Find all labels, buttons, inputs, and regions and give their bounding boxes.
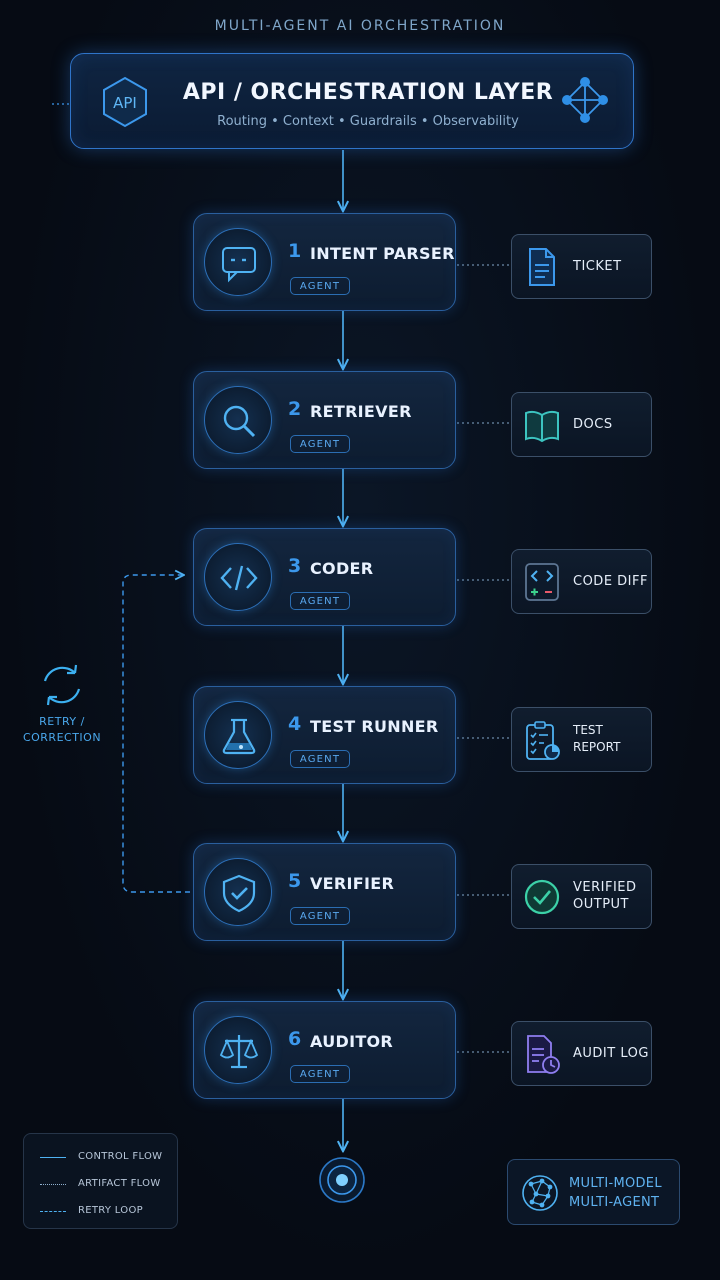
header-subtitle: Routing • Context • Guardrails • Observa… <box>217 114 519 129</box>
scales-icon <box>219 1035 259 1069</box>
legend-item: ARTIFACT FLOW <box>78 1178 161 1189</box>
agent-number: 4 <box>288 713 302 735</box>
artifact-label: TICKET <box>573 258 622 274</box>
agent-badge: AGENT <box>290 1065 350 1083</box>
agent-number: 3 <box>288 555 302 577</box>
artifact-label: CODE DIFF <box>573 573 648 589</box>
retry-correction-label: RETRY / CORRECTION <box>22 715 102 744</box>
artifact-test-report[interactable]: TEST REPORT <box>511 707 652 772</box>
agent-card-retriever[interactable]: 2 RETRIEVER AGENT <box>193 371 456 469</box>
artifact-label: TEST REPORT <box>573 723 621 754</box>
search-icon <box>223 405 256 438</box>
orchestration-layer-header: API API / ORCHESTRATION LAYER Routing • … <box>70 53 634 149</box>
log-clock-icon <box>527 1035 560 1074</box>
document-icon <box>529 248 555 286</box>
legend-line-dotted <box>40 1184 66 1185</box>
artifact-label: VERIFIED OUTPUT <box>573 880 637 912</box>
api-label: API <box>113 94 137 112</box>
agent-card-coder[interactable]: 3 CODER AGENT <box>193 528 456 626</box>
brain-network-icon <box>522 1175 558 1211</box>
end-node <box>318 1156 366 1204</box>
page-title: MULTI-AGENT AI ORCHESTRATION <box>214 18 506 34</box>
book-icon <box>525 410 559 443</box>
artifact-label: AUDIT LOG <box>573 1045 649 1061</box>
legend-item: RETRY LOOP <box>78 1205 143 1216</box>
agent-badge: AGENT <box>290 435 350 453</box>
artifact-verified-output[interactable]: VERIFIED OUTPUT <box>511 864 652 929</box>
artifact-docs[interactable]: DOCS <box>511 392 652 457</box>
agent-card-verifier[interactable]: 5 VERIFIER AGENT <box>193 843 456 941</box>
refresh-icon <box>43 664 81 706</box>
legend-line-dashed <box>40 1211 66 1212</box>
agent-name: TEST RUNNER <box>310 717 439 736</box>
legend: CONTROL FLOW ARTIFACT FLOW RETRY LOOP <box>23 1133 178 1229</box>
agent-name: AUDITOR <box>310 1032 394 1051</box>
agent-icon-circle <box>204 543 272 611</box>
artifact-audit-log[interactable]: AUDIT LOG <box>511 1021 652 1086</box>
agent-number: 5 <box>288 870 302 892</box>
code-diff-icon <box>525 563 559 601</box>
agent-badge: AGENT <box>290 277 350 295</box>
agent-number: 2 <box>288 398 302 420</box>
agent-card-intent-parser[interactable]: 1 INTENT PARSER AGENT <box>193 213 456 311</box>
artifact-ticket[interactable]: TICKET <box>511 234 652 299</box>
agent-icon-circle <box>204 1016 272 1084</box>
code-icon <box>220 565 258 591</box>
shield-check-icon <box>222 874 256 913</box>
legend-line-solid <box>40 1157 66 1158</box>
agent-name: RETRIEVER <box>310 402 412 421</box>
agent-name: CODER <box>310 559 374 578</box>
agent-badge: AGENT <box>290 592 350 610</box>
network-nodes-icon <box>559 74 611 126</box>
agent-badge: AGENT <box>290 907 350 925</box>
agent-name: VERIFIER <box>310 874 395 893</box>
agent-icon-circle <box>204 228 272 296</box>
agent-card-test-runner[interactable]: 4 TEST RUNNER AGENT <box>193 686 456 784</box>
agent-icon-circle <box>204 701 272 769</box>
artifact-label: DOCS <box>573 416 613 432</box>
agent-card-auditor[interactable]: 6 AUDITOR AGENT <box>193 1001 456 1099</box>
agent-icon-circle <box>204 386 272 454</box>
agent-number: 6 <box>288 1028 302 1050</box>
check-circle-icon <box>524 879 560 915</box>
agent-icon-circle <box>204 858 272 926</box>
api-hexagon: API <box>99 76 151 128</box>
agent-badge: AGENT <box>290 750 350 768</box>
multi-model-label: MULTI-MODEL MULTI-AGENT <box>569 1176 662 1210</box>
artifact-code-diff[interactable]: CODE DIFF <box>511 549 652 614</box>
retry-loop-line <box>122 575 190 893</box>
chat-icon <box>222 247 256 283</box>
checklist-icon <box>526 721 560 760</box>
agent-number: 1 <box>288 240 302 262</box>
agent-name: INTENT PARSER <box>310 244 455 263</box>
legend-item: CONTROL FLOW <box>78 1151 163 1162</box>
flask-icon <box>222 718 256 755</box>
multi-model-badge: MULTI-MODEL MULTI-AGENT <box>507 1159 680 1225</box>
header-title: API / ORCHESTRATION LAYER <box>182 80 554 105</box>
